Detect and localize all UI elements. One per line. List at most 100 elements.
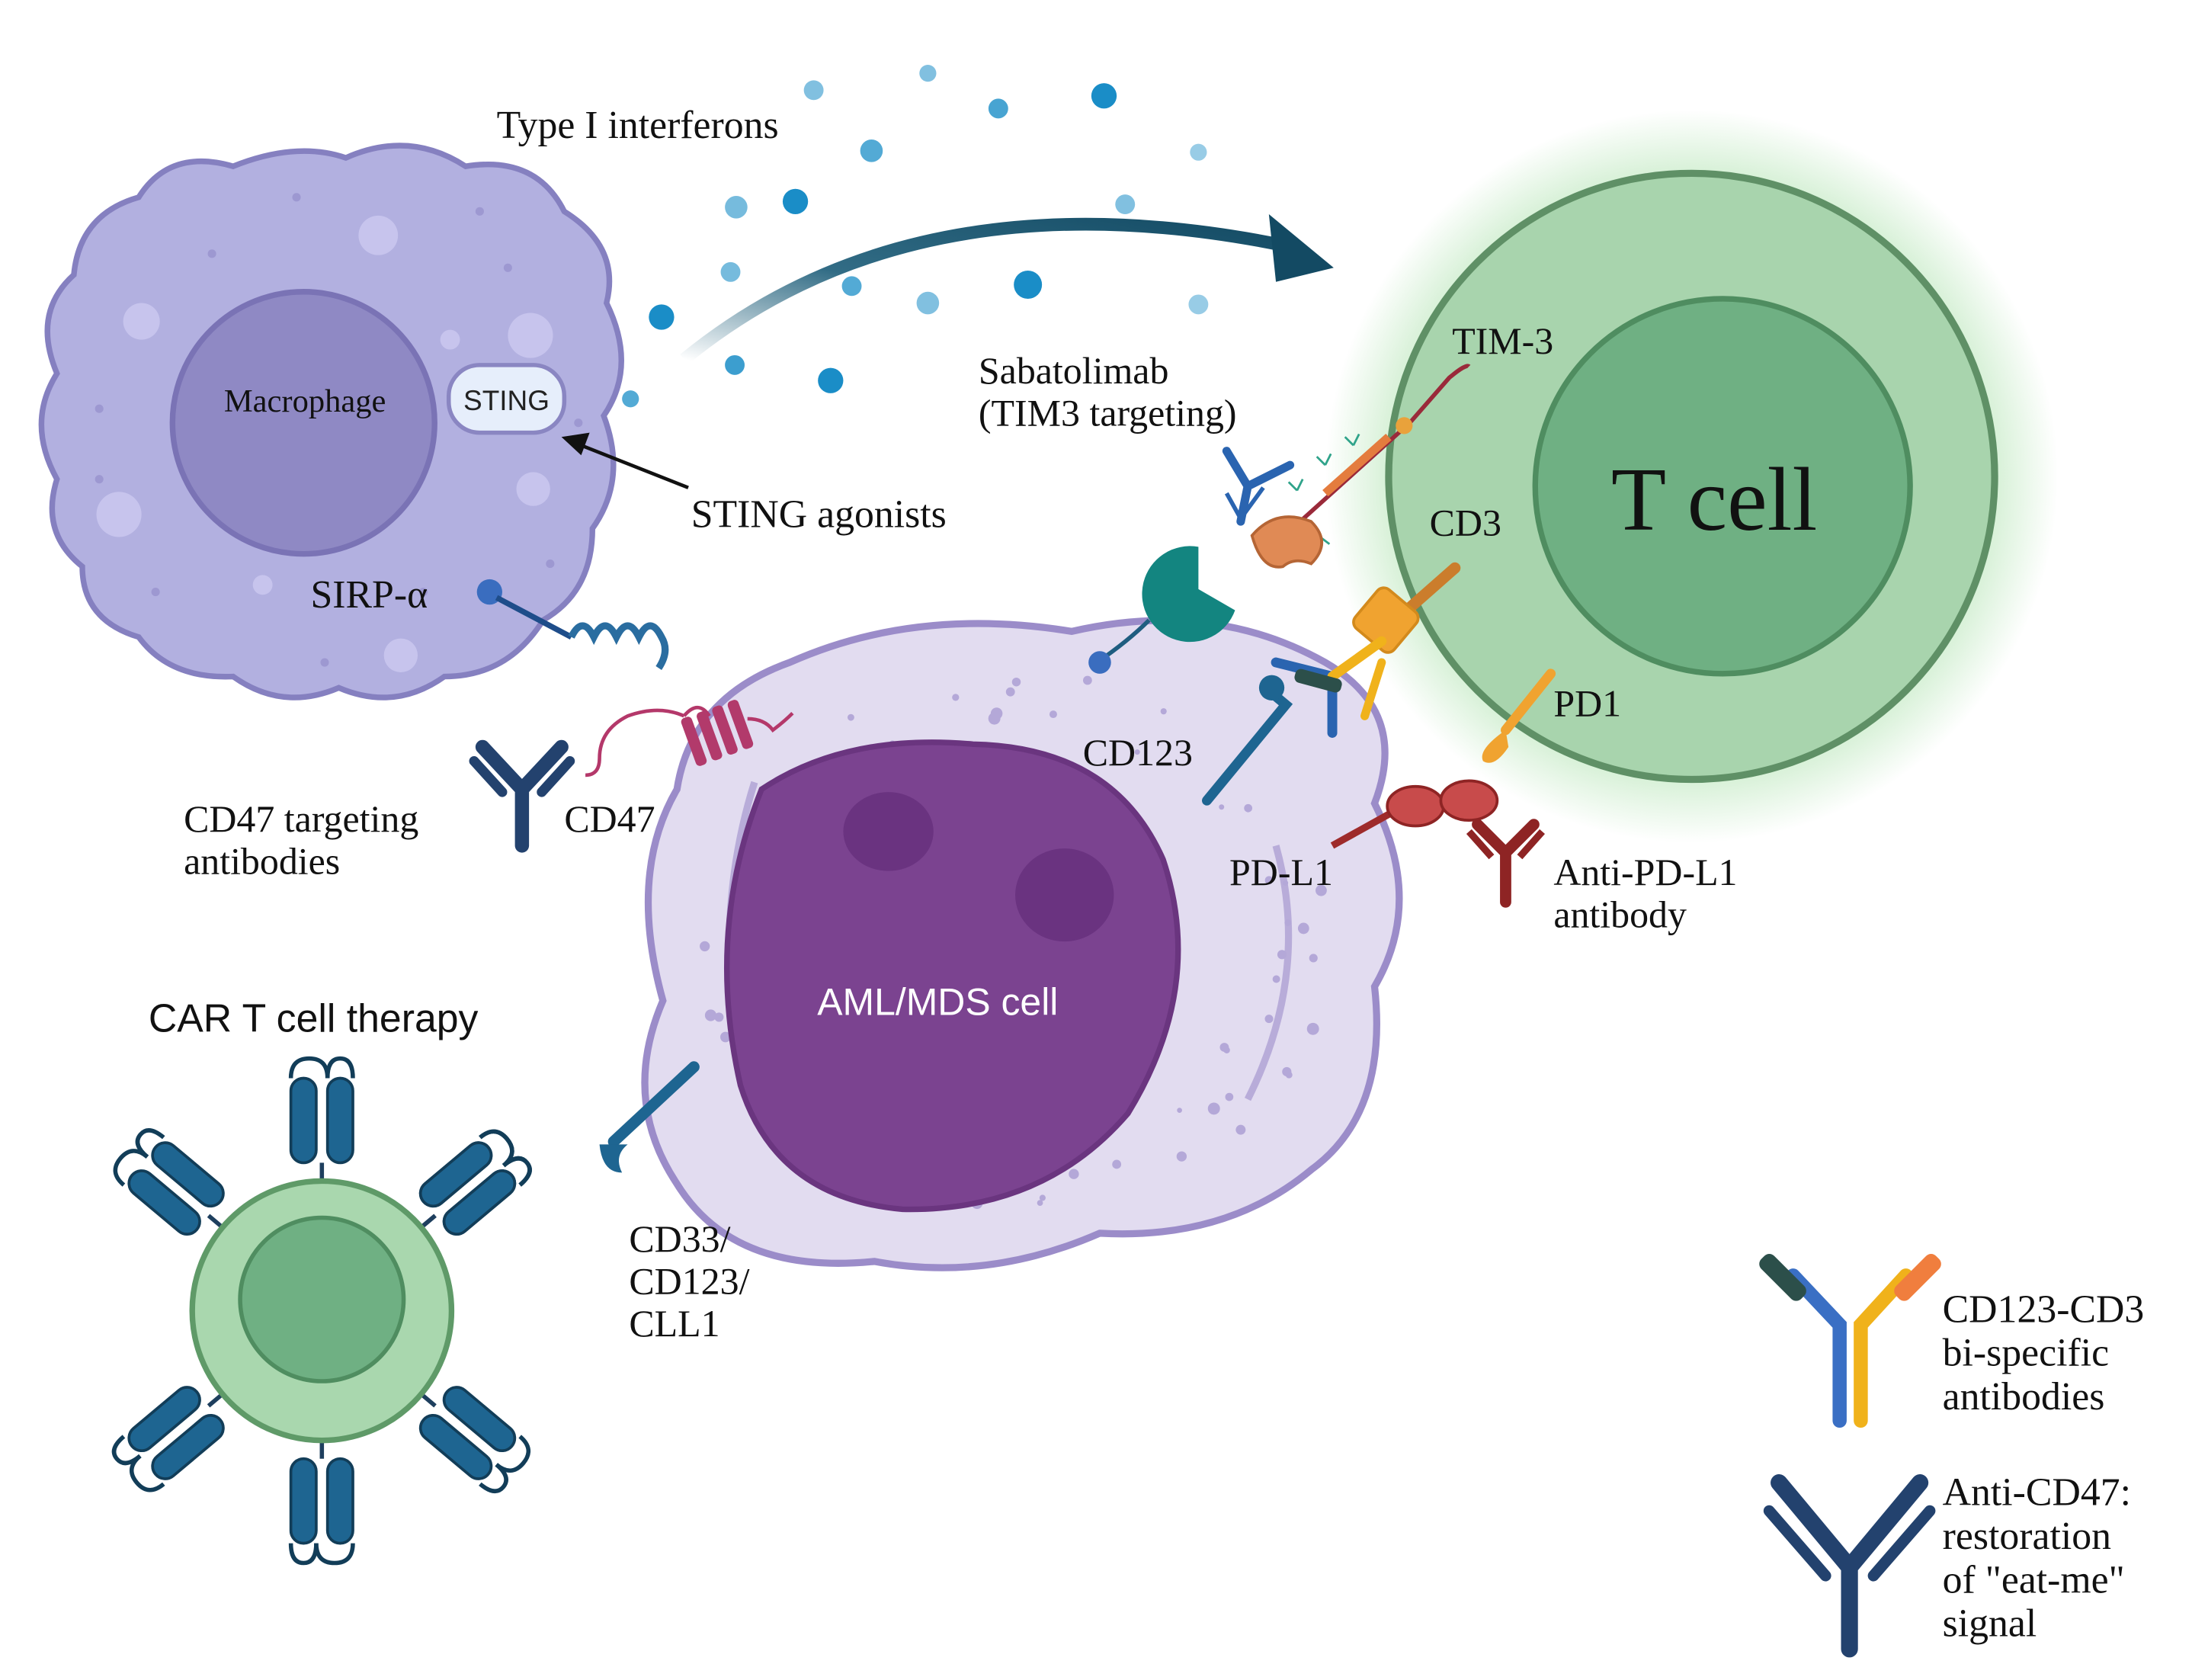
cytoplasm-granule — [1082, 675, 1092, 685]
t-cell-nucleus — [1532, 296, 1913, 677]
car-receptor — [418, 1386, 530, 1493]
anti-pd-l1-label-2: antibody — [1553, 894, 1687, 936]
cytoplasm-granule — [1223, 1047, 1230, 1053]
interferon-dots — [622, 65, 1209, 408]
cd33-label-1: CD33/ — [629, 1218, 730, 1260]
t-cell — [1325, 110, 2059, 843]
interferon-dot — [803, 80, 824, 101]
macrophage-label: Macrophage — [224, 383, 386, 419]
legend-bispecific-text: CD123-CD3 bi-specific antibodies — [1943, 1287, 2145, 1419]
cytoplasm-granule — [1264, 876, 1274, 885]
interferon-dot — [622, 390, 639, 408]
cd47-label: CD47 — [564, 798, 655, 840]
cd47-receptor — [585, 700, 794, 777]
tim3-label: TIM-3 — [1452, 320, 1553, 362]
cd47-targeting-label-1: CD47 targeting — [184, 798, 418, 840]
cytoplasm-granule — [1272, 975, 1280, 983]
anti-pd-l1-antibody-icon — [1466, 819, 1545, 908]
cd123-label: CD123 — [1083, 732, 1193, 774]
interferon-dot — [860, 139, 883, 162]
interferon-dot — [1014, 271, 1043, 299]
car-t-label: CAR T cell therapy — [149, 995, 479, 1040]
macrophage-cell — [38, 143, 624, 701]
type-i-interferons-label: Type I interferons — [497, 104, 779, 147]
cytoplasm-granule — [1277, 950, 1287, 960]
cytoplasm-granule — [1283, 880, 1289, 886]
bispecific-antibody-icon — [1271, 636, 1387, 738]
cd123-receptor — [1202, 675, 1293, 806]
car-receptor — [288, 1056, 355, 1185]
cytoplasm-granule — [847, 713, 854, 721]
cytoplasm-granule — [1176, 1151, 1187, 1162]
cytoplasm-granule — [1284, 919, 1292, 926]
interferon-dot — [988, 98, 1008, 119]
legend-line: signal — [1943, 1602, 2037, 1646]
interferon-arrow — [680, 214, 1334, 364]
cytoplasm-granule — [704, 1009, 717, 1021]
cytoplasm-granule — [1039, 1194, 1046, 1201]
cd33-label-2: CD123/ — [629, 1260, 749, 1302]
tim3-receptor — [1250, 364, 1471, 569]
cytoplasm-granule — [1264, 1015, 1274, 1024]
pd-l1-label: PD-L1 — [1229, 851, 1333, 893]
cytoplasm-granule — [1049, 710, 1057, 719]
sabatolimab-label-2: (TIM3 targeting) — [979, 392, 1237, 434]
legend-line: Anti-CD47: — [1943, 1471, 2131, 1515]
cytoplasm-granule — [700, 941, 710, 952]
anti-pd-l1-label-1: Anti-PD-L1 — [1553, 851, 1737, 893]
interferon-dot — [1190, 143, 1207, 161]
interferon-dot — [725, 354, 745, 375]
cytoplasm-granule — [952, 694, 960, 701]
aml-mds-label: AML/MDS cell — [817, 980, 1058, 1023]
cytoplasm-granule — [1309, 954, 1318, 963]
cytoplasm-granule — [1316, 884, 1327, 896]
cytoplasm-granule — [1244, 803, 1253, 813]
cytoplasm-granule — [1011, 677, 1021, 687]
cytoplasm-granule — [720, 1031, 731, 1043]
interferon-dot — [782, 188, 809, 215]
cytoplasm-granule — [1037, 1200, 1043, 1206]
cytoplasm-granule — [714, 1012, 724, 1022]
sirp-alpha-label: SIRP-α — [311, 573, 428, 617]
legend-line: antibodies — [1943, 1375, 2105, 1419]
cytoplasm-granule — [1225, 1092, 1234, 1101]
legend-anti-cd47-icon — [1763, 1474, 1936, 1658]
interferon-dot — [1115, 194, 1136, 215]
pd1-label: PD1 — [1553, 682, 1621, 724]
sirp-alpha-receptor — [476, 579, 669, 670]
car-t-cell — [111, 1056, 532, 1566]
interferon-dot — [1188, 294, 1209, 315]
interferon-dot — [916, 291, 940, 315]
interferon-dot — [818, 367, 844, 393]
legend: CD123-CD3 bi-specific antibodies Anti-CD… — [1759, 1254, 2145, 1658]
legend-line: restoration — [1943, 1515, 2111, 1558]
sting-label: STING — [463, 385, 550, 416]
cytoplasm-granule — [1069, 1169, 1079, 1179]
interferon-dot — [725, 196, 748, 219]
sting-agonist-arrow — [561, 432, 689, 489]
car-t-nucleus — [238, 1215, 406, 1383]
sting-badge: STING — [446, 363, 567, 435]
sabatolimab-label-1: Sabatolimab — [979, 350, 1168, 392]
cytoplasm-granule — [1306, 1022, 1319, 1035]
cd47-targeting-label-2: antibodies — [184, 840, 340, 882]
legend-line: CD123-CD3 — [1943, 1287, 2145, 1331]
interferon-dot — [720, 261, 741, 282]
cd47-antibody-icon — [469, 739, 575, 853]
cytoplasm-granule — [1219, 804, 1225, 810]
interferon-dot — [649, 304, 675, 330]
cytoplasm-granule — [1177, 1108, 1182, 1113]
cytoplasm-granule — [1235, 1124, 1246, 1135]
legend-line: of "eat-me" — [1943, 1558, 2125, 1601]
cytoplasm-granule — [990, 707, 1003, 720]
cd3-label: CD3 — [1430, 502, 1501, 544]
legend-anti-cd47-text: Anti-CD47: restoration of "eat-me" signa… — [1943, 1471, 2131, 1646]
pd1-receptor — [1482, 668, 1556, 763]
aml-cell — [641, 617, 1403, 1271]
legend-line: bi-specific — [1943, 1332, 2109, 1375]
cd33-label-3: CLL1 — [629, 1303, 719, 1345]
interferon-dot — [1091, 83, 1117, 109]
car-receptor — [113, 1128, 226, 1236]
car-receptor — [418, 1129, 532, 1236]
cytoplasm-granule — [1112, 1159, 1122, 1169]
